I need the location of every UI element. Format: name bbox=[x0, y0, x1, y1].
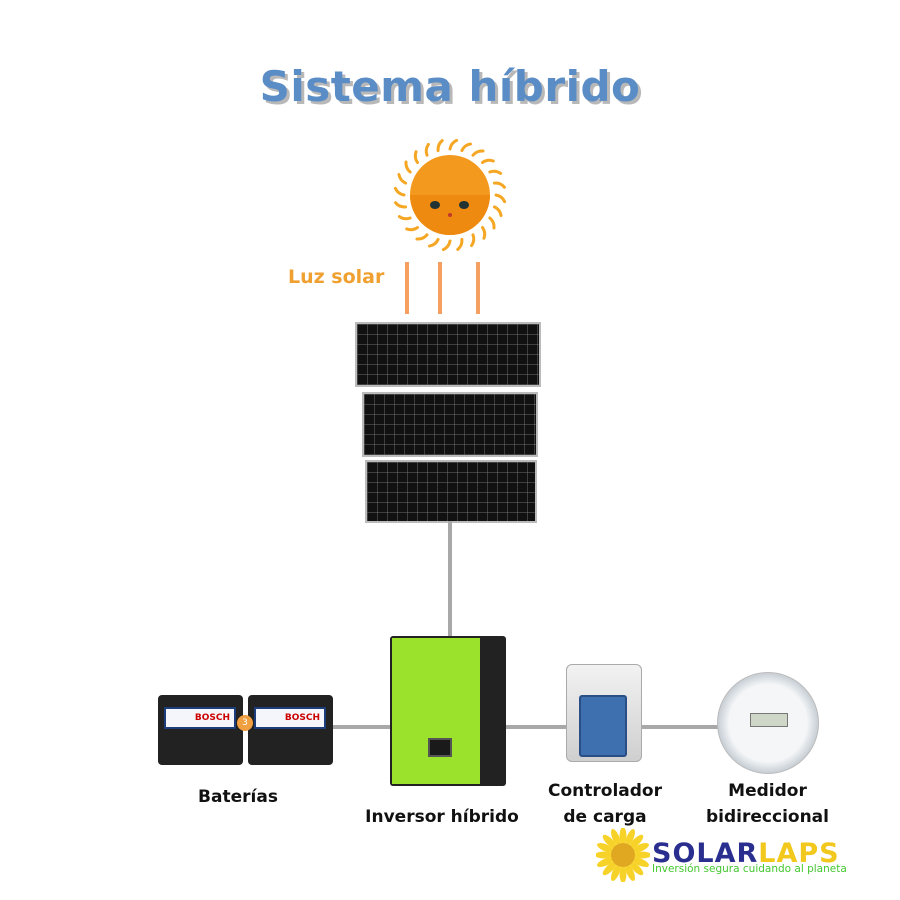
sun-ray bbox=[415, 233, 429, 241]
meter-display bbox=[750, 713, 788, 727]
sun-ray bbox=[436, 139, 444, 153]
panel-wire bbox=[448, 521, 452, 641]
sun-ray bbox=[448, 138, 459, 151]
logo-petal bbox=[632, 857, 649, 867]
sun-ray bbox=[393, 186, 406, 197]
logo-petal bbox=[629, 861, 644, 876]
bidirectional-meter bbox=[717, 672, 819, 774]
sun-ray bbox=[470, 233, 476, 248]
sun-ray bbox=[428, 237, 440, 248]
hybrid-inverter bbox=[390, 636, 506, 786]
sun-ray bbox=[481, 158, 495, 164]
battery: BOSCH bbox=[158, 695, 243, 765]
logo-petal bbox=[619, 865, 627, 882]
sun-ray bbox=[481, 226, 487, 240]
diagram-title: Sistema híbrido bbox=[259, 62, 641, 111]
sun-ray-line bbox=[476, 262, 480, 314]
inverter-front bbox=[392, 638, 480, 784]
logo-petal bbox=[633, 851, 650, 859]
sun-ray bbox=[404, 160, 412, 174]
solar-panel bbox=[362, 392, 538, 457]
logo-petal bbox=[625, 829, 635, 846]
logo-petal bbox=[619, 828, 627, 845]
sun-ray bbox=[424, 142, 430, 157]
battery: BOSCH bbox=[248, 695, 333, 765]
sun-ray-line bbox=[405, 262, 409, 314]
logo-petal bbox=[602, 834, 617, 849]
sun-ray bbox=[488, 216, 496, 230]
logo-petal bbox=[602, 861, 617, 876]
controller-label-line1: Controlador bbox=[548, 781, 662, 801]
sun-ray bbox=[441, 239, 452, 252]
logo-tagline: Inversión segura cuidando al planeta bbox=[652, 863, 847, 875]
bus-wire bbox=[325, 725, 725, 729]
sun-ray bbox=[397, 215, 412, 221]
logo-name: SOLARLAPS bbox=[652, 838, 840, 869]
battery-badge: 3 bbox=[237, 715, 253, 731]
solarlaps-logo-sun-icon bbox=[596, 828, 650, 882]
inverter-label: Inversor híbrido bbox=[365, 807, 519, 827]
logo-solar: SOLAR bbox=[652, 838, 759, 869]
logo-petal bbox=[611, 829, 621, 846]
meter-label-line2: bidireccional bbox=[706, 807, 829, 827]
sun-ray bbox=[471, 149, 485, 157]
sun-ray bbox=[494, 193, 507, 204]
sun-ray bbox=[394, 201, 408, 209]
sun-ray bbox=[456, 237, 464, 251]
sun-ray bbox=[492, 181, 506, 189]
sun-icon bbox=[393, 138, 507, 252]
logo-petal bbox=[597, 857, 614, 867]
meter-label: Medidor bidireccional bbox=[690, 778, 845, 830]
inverter-display bbox=[428, 738, 452, 757]
logo-petal bbox=[596, 851, 613, 859]
battery-brand: BOSCH bbox=[164, 707, 236, 729]
batteries: BOSCH BOSCH 3 bbox=[158, 685, 333, 767]
battery-brand: BOSCH bbox=[254, 707, 326, 729]
sun-ray bbox=[488, 169, 503, 175]
logo-petal bbox=[611, 864, 621, 881]
logo-petal bbox=[597, 843, 614, 853]
solar-panel bbox=[365, 460, 537, 523]
solar-panel bbox=[355, 322, 541, 387]
sun-ray bbox=[413, 150, 419, 164]
logo-petal bbox=[625, 864, 635, 881]
sun-ray-line bbox=[438, 262, 442, 314]
sun-ray bbox=[405, 226, 419, 232]
meter-label-line1: Medidor bbox=[728, 781, 807, 801]
controller-door bbox=[579, 695, 627, 757]
logo-laps: LAPS bbox=[758, 838, 840, 869]
sun-ray bbox=[492, 205, 503, 217]
sunlight-label: Luz solar bbox=[288, 266, 385, 288]
sun-ray bbox=[397, 173, 408, 185]
logo-petal bbox=[632, 843, 649, 853]
sun-ray bbox=[460, 142, 472, 153]
batteries-label: Baterías bbox=[198, 787, 278, 807]
controller-label-line2: de carga bbox=[563, 807, 647, 827]
controller-label: Controlador de carga bbox=[530, 778, 680, 830]
charge-controller bbox=[566, 664, 642, 762]
logo-petal bbox=[629, 834, 644, 849]
